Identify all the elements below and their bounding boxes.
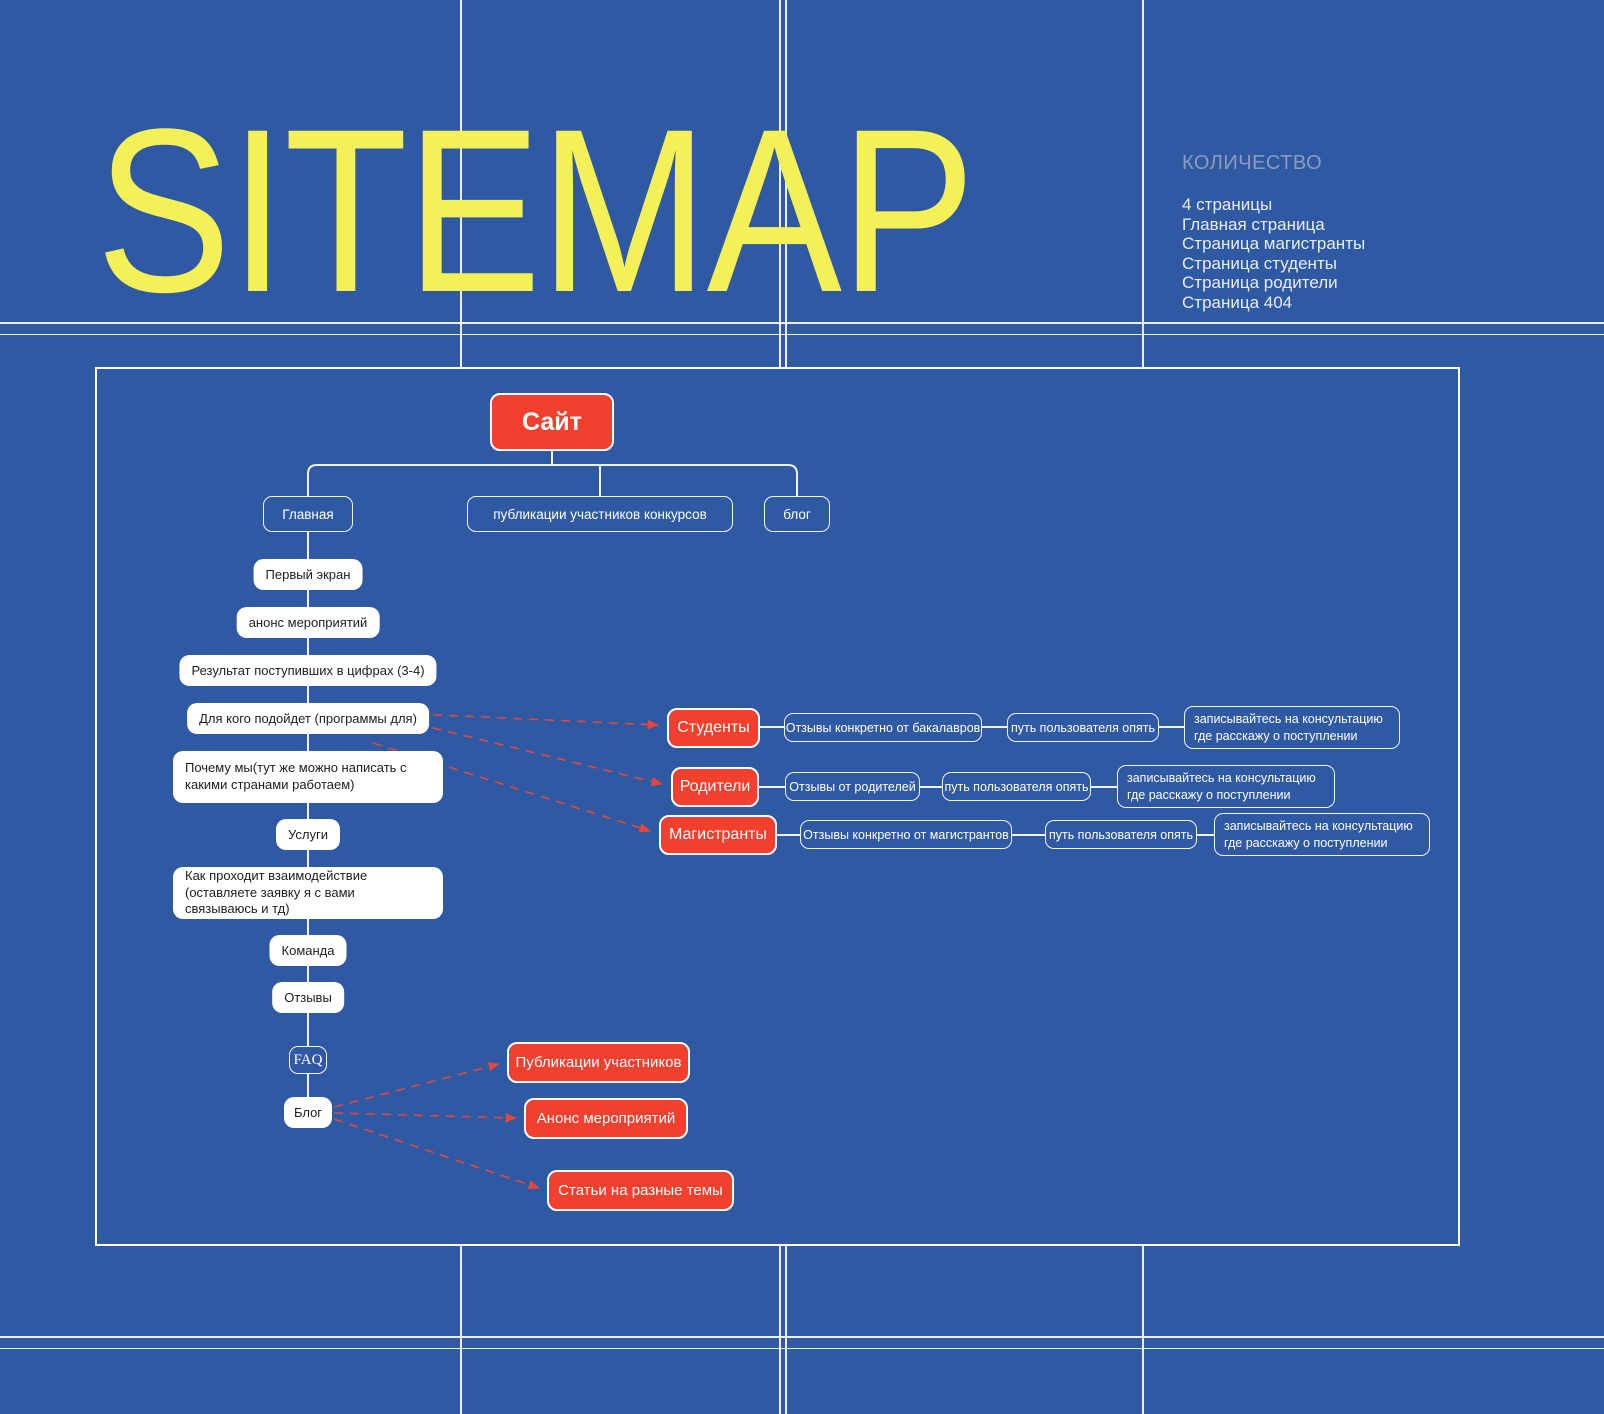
- node-parents-userpath[interactable]: путь пользователя опять: [942, 772, 1091, 801]
- page-title: SITEMAP: [96, 81, 975, 341]
- node-blog-page[interactable]: блог: [764, 496, 830, 532]
- node-first-screen[interactable]: Первый экран: [253, 559, 363, 590]
- node-parents-reviews[interactable]: Отзывы от родителей: [785, 772, 920, 801]
- summary-item: Страница 404: [1182, 292, 1293, 312]
- node-services[interactable]: Услуги: [276, 819, 340, 850]
- node-parents[interactable]: Родители: [671, 767, 759, 807]
- node-events-announce[interactable]: анонс мероприятий: [236, 607, 380, 638]
- guide-horizontal-1b: [0, 333, 1604, 335]
- guide-horizontal-2b: [0, 1347, 1604, 1349]
- guide-horizontal-2a: [0, 1336, 1604, 1338]
- node-blog-publications[interactable]: Публикации участников: [507, 1042, 690, 1083]
- node-masters-reviews[interactable]: Отзывы конкретно от магистрантов: [800, 820, 1012, 849]
- summary-heading: КОЛИЧЕСТВО: [1182, 152, 1323, 174]
- node-masters[interactable]: Магистранты: [659, 815, 777, 855]
- node-site-root[interactable]: Сайт: [490, 393, 614, 451]
- node-blog-articles[interactable]: Статьи на разные темы: [547, 1170, 734, 1211]
- summary-item: 4 страницы: [1182, 195, 1273, 214]
- pages-summary: КОЛИЧЕСТВО 4 страницы Главная страница С…: [1182, 152, 1365, 312]
- node-masters-consultation[interactable]: записывайтесь на консультацию где расска…: [1214, 813, 1430, 856]
- node-how-it-works[interactable]: Как проходит взаимодействие (оставляете …: [173, 867, 443, 919]
- node-students[interactable]: Студенты: [667, 708, 760, 748]
- node-students-userpath[interactable]: путь пользователя опять: [1007, 713, 1159, 742]
- node-parents-consultation[interactable]: записывайтесь на консультацию где расска…: [1117, 765, 1335, 808]
- summary-item: Страница магистранты: [1182, 234, 1366, 253]
- node-faq[interactable]: FAQ: [289, 1046, 327, 1074]
- node-reviews[interactable]: Отзывы: [272, 982, 344, 1013]
- node-home-page[interactable]: Главная: [263, 496, 353, 532]
- node-students-reviews[interactable]: Отзывы конкретно от бакалавров: [784, 713, 982, 742]
- sitemap-canvas: Сайт Главная публикации участников конку…: [95, 367, 1460, 1246]
- node-for-whom[interactable]: Для кого подойдет (программы для): [187, 703, 429, 734]
- guide-horizontal-1a: [0, 322, 1604, 324]
- summary-item: Страница родители: [1182, 273, 1338, 292]
- node-masters-userpath[interactable]: путь пользователя опять: [1045, 820, 1197, 849]
- node-blog-announces[interactable]: Анонс мероприятий: [524, 1098, 688, 1139]
- node-students-consultation[interactable]: записывайтесь на консультацию где расска…: [1184, 706, 1400, 749]
- node-results-numbers[interactable]: Результат поступивших в цифрах (3-4): [179, 655, 437, 686]
- summary-item: Страница студенты: [1182, 253, 1337, 273]
- node-why-us[interactable]: Почему мы(тут же можно написать с какими…: [173, 751, 443, 803]
- node-blog-section[interactable]: Блог: [284, 1097, 332, 1128]
- summary-item: Главная страница: [1182, 214, 1325, 234]
- node-contest-publications-page[interactable]: публикации участников конкурсов: [467, 496, 733, 532]
- node-team[interactable]: Команда: [269, 935, 347, 966]
